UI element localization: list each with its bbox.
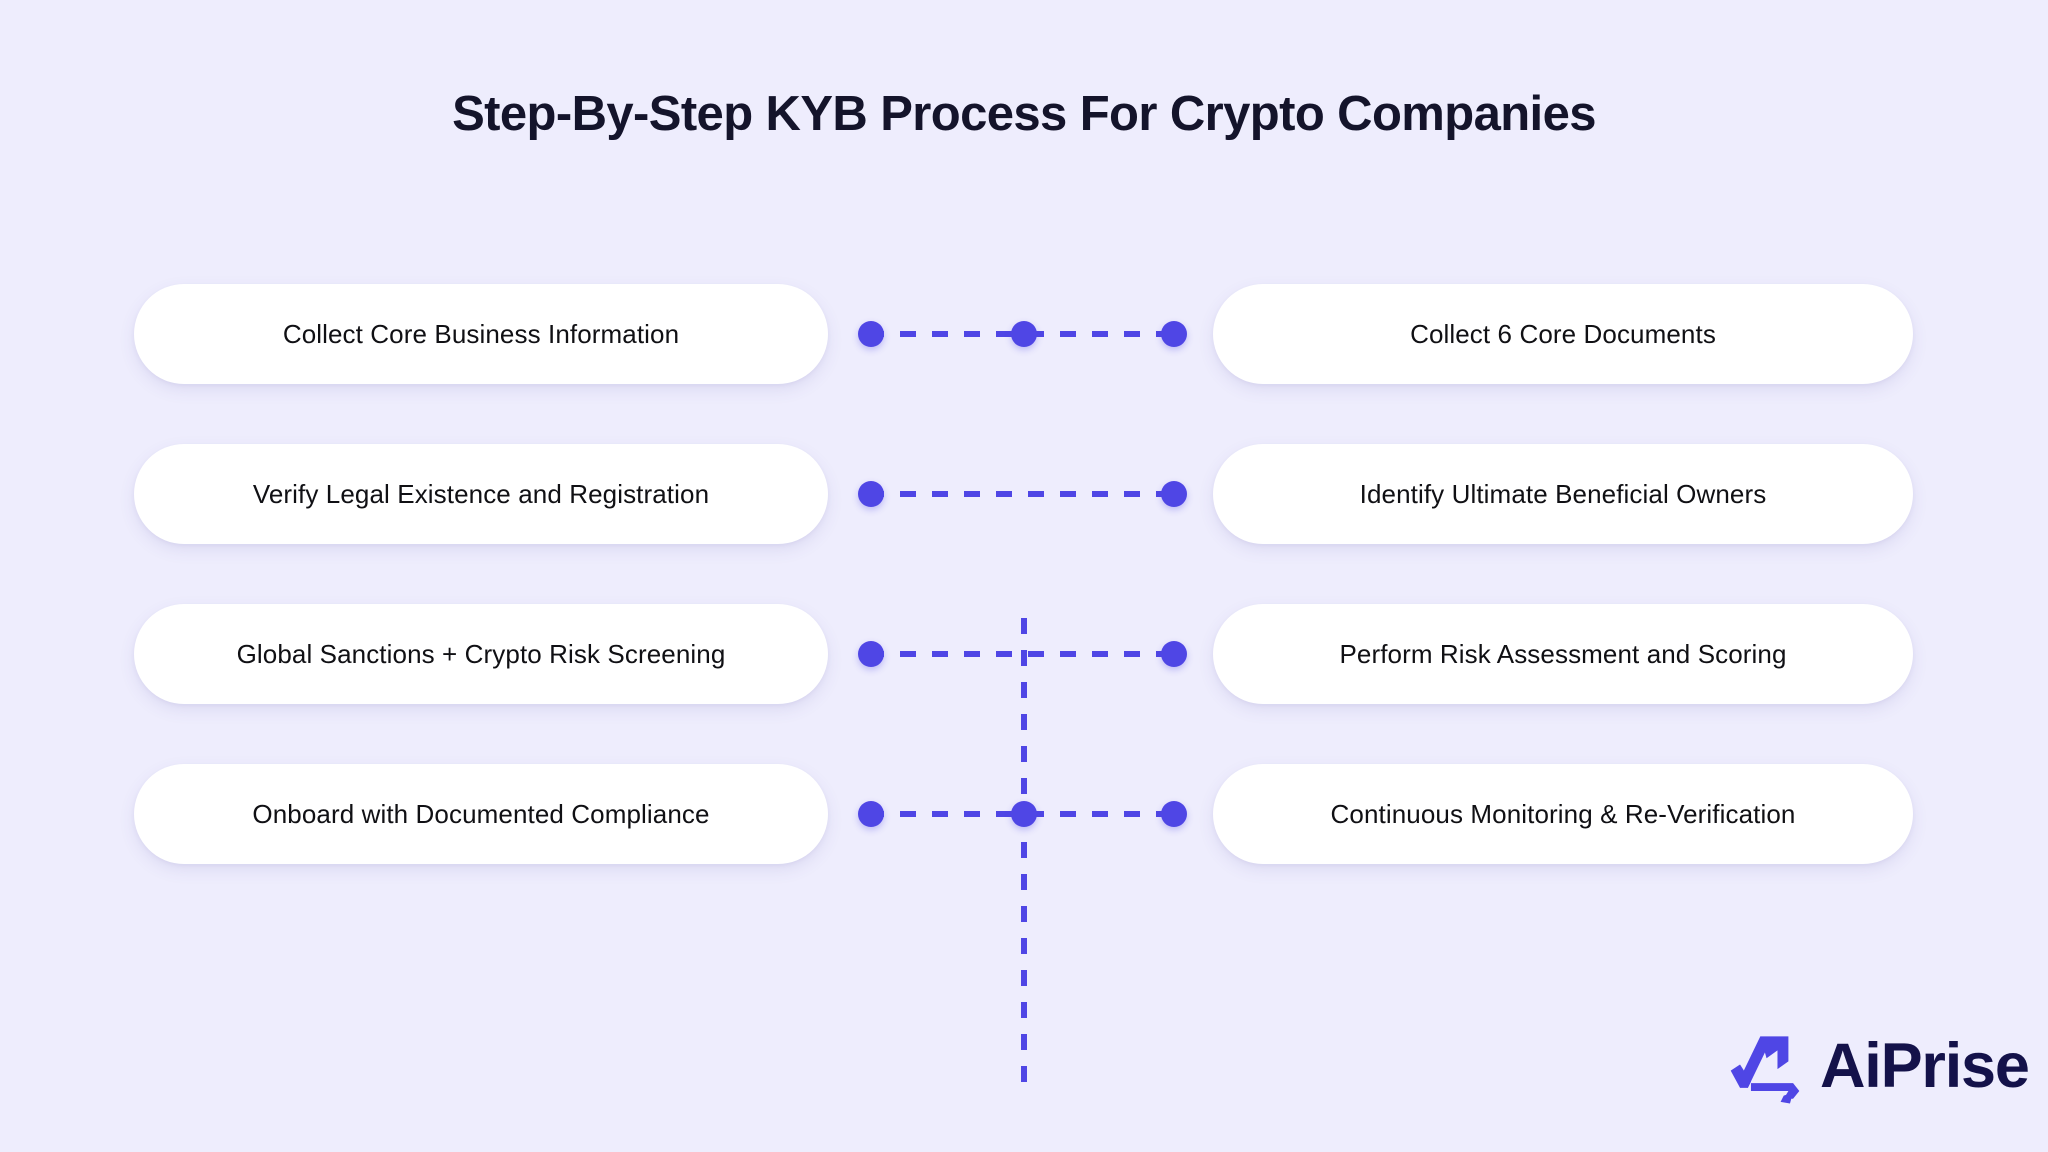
process-card-left[interactable]: Verify Legal Existence and Registration <box>134 444 828 544</box>
process-card-right[interactable]: Identify Ultimate Beneficial Owners <box>1213 444 1913 544</box>
vertical-connector-line <box>1021 618 1027 1098</box>
process-card-label: Collect 6 Core Documents <box>1410 318 1716 349</box>
aiprise-logo-mark <box>1730 1036 1800 1104</box>
connector-dot-right <box>1161 641 1187 667</box>
connector-dot-left <box>858 801 884 827</box>
horizontal-connector-line <box>868 811 1180 817</box>
process-card-label: Collect Core Business Information <box>282 318 680 349</box>
process-card-left[interactable]: Onboard with Documented Compliance <box>134 764 828 864</box>
horizontal-connector-line <box>868 491 1180 497</box>
connector-dot-right <box>1161 801 1187 827</box>
process-card-left[interactable]: Collect Core Business Information <box>134 284 828 384</box>
connector-dot-middle <box>1011 321 1037 347</box>
process-card-label: Verify Legal Existence and Registration <box>252 478 710 509</box>
process-row: Global Sanctions + Crypto Risk Screening… <box>0 604 2048 704</box>
process-card-label: Continuous Monitoring & Re-Verification <box>1330 798 1796 829</box>
page-title: Step-By-Step KYB Process For Crypto Comp… <box>452 87 1596 141</box>
connector-dot-left <box>858 481 884 507</box>
process-row: Verify Legal Existence and Registration … <box>0 444 2048 544</box>
process-card-right[interactable]: Continuous Monitoring & Re-Verification <box>1213 764 1913 864</box>
process-card-label: Perform Risk Assessment and Scoring <box>1339 638 1787 669</box>
process-card-right[interactable]: Collect 6 Core Documents <box>1213 284 1913 384</box>
process-card-label: Onboard with Documented Compliance <box>252 798 710 829</box>
connector-dot-left <box>858 641 884 667</box>
process-card-left[interactable]: Global Sanctions + Crypto Risk Screening <box>134 604 828 704</box>
kyb-process-diagram: Collect Core Business Information Collec… <box>0 284 2048 1098</box>
connector-dot-left <box>858 321 884 347</box>
connector-dot-right <box>1161 481 1187 507</box>
connector-dot-middle <box>1011 801 1037 827</box>
connector-dot-right <box>1161 321 1187 347</box>
aiprise-logo: AiPrise <box>1726 1025 2030 1107</box>
process-row: Collect Core Business Information Collec… <box>0 284 2048 384</box>
horizontal-connector-line <box>868 331 1180 337</box>
process-card-right[interactable]: Perform Risk Assessment and Scoring <box>1213 604 1913 704</box>
aiprise-logo-text: AiPrise <box>1820 1030 2030 1101</box>
process-card-label: Global Sanctions + Crypto Risk Screening <box>236 638 726 669</box>
process-row: Onboard with Documented Compliance Conti… <box>0 764 2048 864</box>
horizontal-connector-line <box>868 651 1180 657</box>
process-card-label: Identify Ultimate Beneficial Owners <box>1359 478 1767 509</box>
